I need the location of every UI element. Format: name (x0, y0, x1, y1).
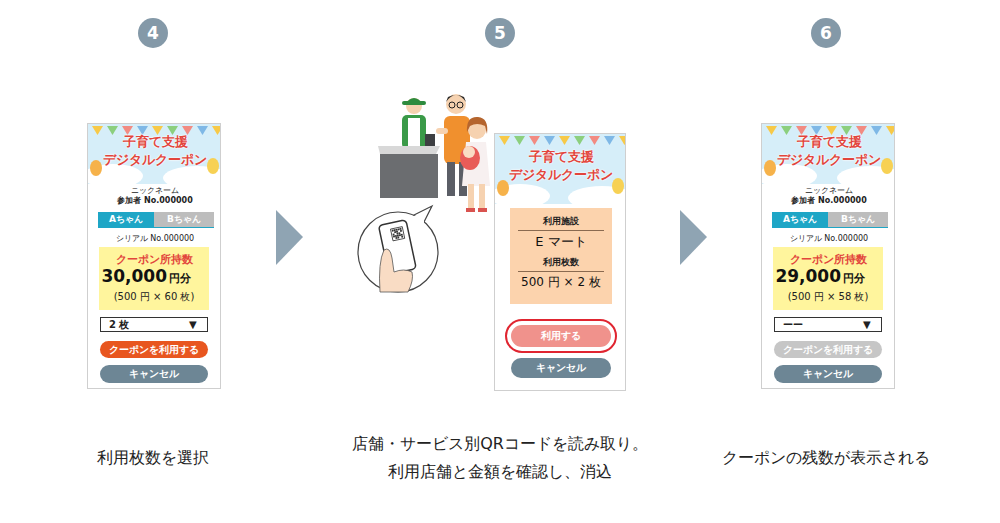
separator-line (518, 271, 604, 272)
node-text: キャンセル (511, 358, 611, 378)
node-text: 子育て支援 デジタルクーポン (88, 133, 222, 169)
step-number: 5 (485, 18, 515, 48)
step-number: 4 (138, 18, 168, 48)
tab-underline (772, 227, 888, 228)
node-text: E マート (510, 234, 612, 250)
step-caption: クーポンの残数が表示される (696, 444, 956, 472)
step-arrow (276, 210, 303, 265)
child-tab: Bちゃん (828, 212, 888, 227)
tab-underline (98, 227, 214, 228)
separator-line (518, 230, 604, 231)
phone-screen: 子育て支援 デジタルクーポンニックネーム参加者 No.000000 シリアル No… (87, 123, 221, 389)
step-caption: 店舗・サービス別QRコードを読み取り。 利用店舗と金額を確認し、消込 (328, 430, 673, 486)
count-dropdown: 2 枚 ▼ (100, 317, 208, 332)
child-tab: Bちゃん (154, 212, 214, 227)
node-text: 利用枚数 (510, 257, 612, 268)
coupon-balance-box: クーポン所持数30,000円分 (500 円 × 60 枚) (99, 247, 209, 310)
cancel-button: キャンセル (774, 365, 882, 383)
node-text: 30,000 (99, 266, 167, 286)
shop-scene (358, 94, 490, 292)
node-text: キャンセル (774, 365, 882, 383)
use-coupon-button: クーポンを利用する (100, 341, 208, 358)
node-text: クーポンを利用する (774, 341, 882, 358)
node-text: (500 円 × 60 枚) (99, 291, 209, 303)
child-tab: Aちゃん (98, 212, 154, 227)
node-text: シリアル No.000000 (88, 234, 222, 244)
child-tab: Aちゃん (772, 212, 828, 227)
node-text: シリアル No.000000 (762, 234, 896, 244)
node-text: ▼ (189, 318, 197, 331)
node-text: 4 (138, 18, 168, 48)
node-text: 利用する (511, 325, 611, 347)
node-text: 29,000 (773, 266, 841, 286)
node-text: Aちゃん (98, 212, 154, 227)
step-number: 6 (811, 18, 841, 48)
node-text: 参加者 No.000000 (762, 196, 896, 206)
coupon-balance-box: クーポン所持数29,000円分 (500 円 × 58 枚) (773, 247, 883, 310)
phone-screen: 子育て支援 デジタルクーポンニックネーム参加者 No.000000 シリアル No… (761, 123, 895, 389)
cancel-button: キャンセル (100, 365, 208, 383)
node-text: Bちゃん (154, 212, 214, 227)
step-arrow (680, 210, 707, 265)
node-text: 円分 (169, 272, 191, 285)
node-text: ーー (783, 318, 803, 331)
node-text: 5 (485, 18, 515, 48)
node-text: 500 円 × 2 枚 (510, 275, 612, 289)
count-dropdown: ーー ▼ (774, 317, 882, 332)
step-caption: 利用枚数を選択 (33, 444, 273, 472)
node-text: クーポン所持数 (773, 253, 883, 266)
node-text: 子育て支援 デジタルクーポン (762, 133, 896, 169)
node-text: ▼ (863, 318, 871, 331)
node-text: ニックネーム (762, 186, 896, 196)
node-text: (500 円 × 58 枚) (773, 291, 883, 303)
node-text: クーポンを利用する (100, 341, 208, 358)
node-text: Bちゃん (828, 212, 888, 227)
node-text: 2 枚 (109, 318, 129, 331)
node-text: Aちゃん (772, 212, 828, 227)
node-text: 参加者 No.000000 (88, 196, 222, 206)
phone-screen: 子育て支援 デジタルクーポン利用施設E マート利用枚数500 円 × 2 枚利用… (494, 133, 626, 391)
node-text: 円分 (843, 272, 865, 285)
node-text: 子育て支援 デジタルクーポン (495, 148, 627, 184)
node-text: クーポン所持数 (99, 253, 209, 266)
use-coupon-button-disabled: クーポンを利用する (774, 341, 882, 358)
node-text: キャンセル (100, 365, 208, 383)
confirm-box: 利用施設 E マート利用枚数 500 円 × 2 枚 (510, 208, 612, 304)
node-text: 利用施設 (510, 216, 612, 227)
node-text: ニックネーム (88, 186, 222, 196)
cancel-button: キャンセル (511, 358, 611, 378)
node-text: 6 (811, 18, 841, 48)
confirm-button: 利用する (511, 325, 611, 347)
